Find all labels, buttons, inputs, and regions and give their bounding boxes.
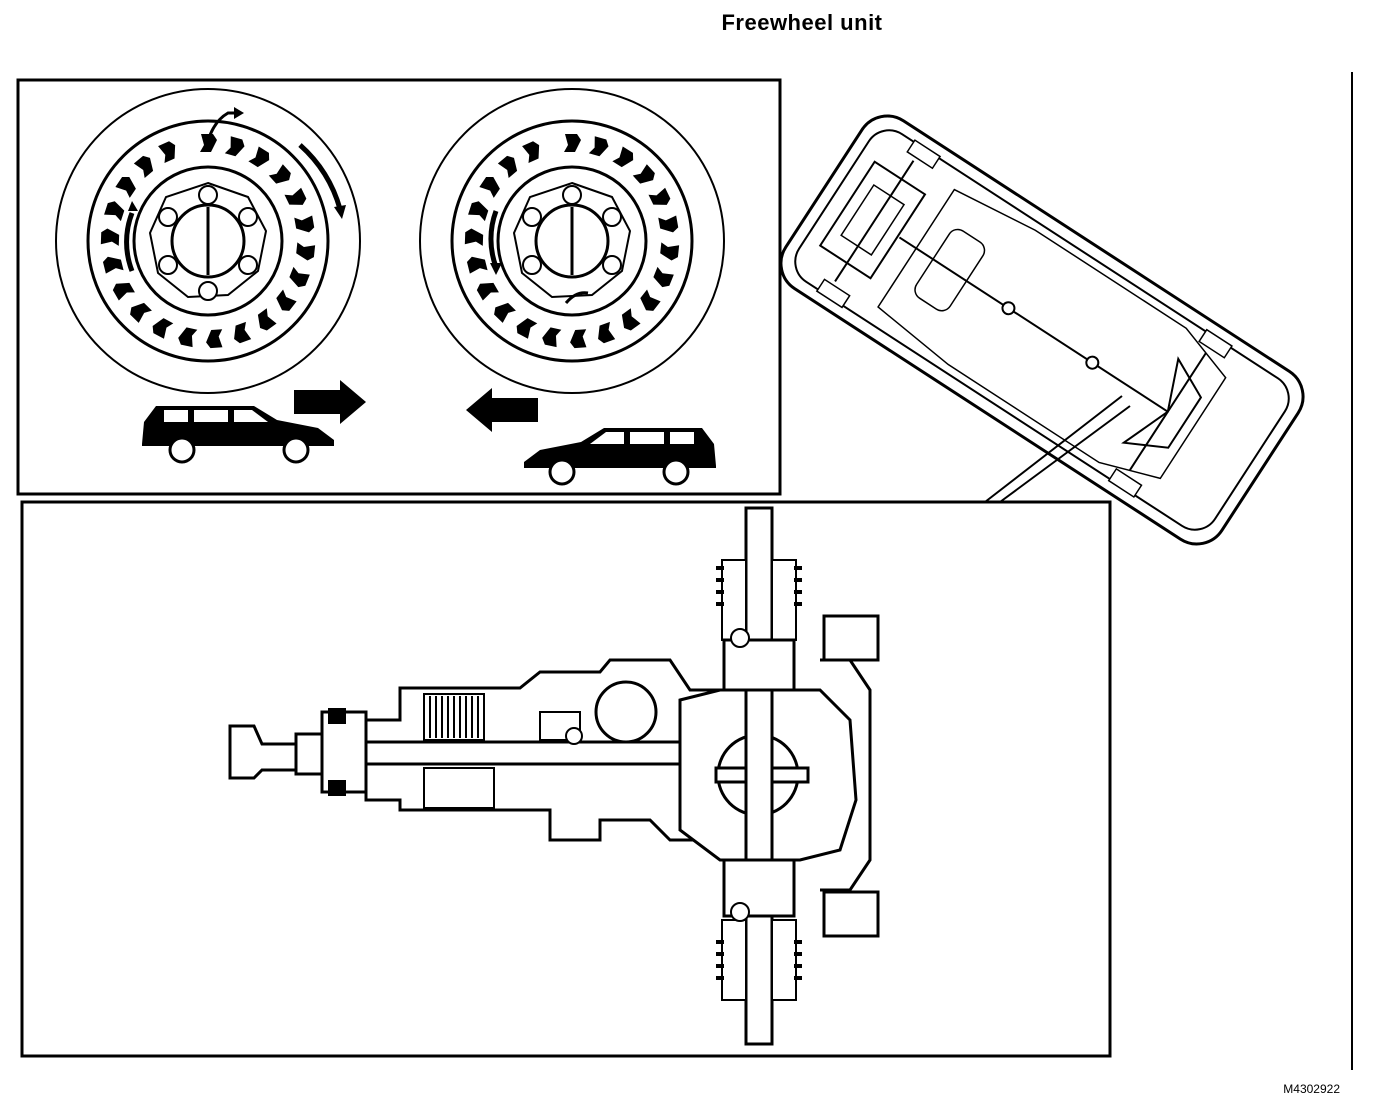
leader-line-left bbox=[984, 395, 1123, 503]
freewheel-wheel-coast bbox=[419, 88, 725, 394]
figure-code: M4302922 bbox=[1283, 1082, 1340, 1096]
figure-title: Freewheel unit bbox=[721, 10, 883, 35]
freewheel-wheel-drive bbox=[55, 88, 361, 394]
arrow-reverse-icon bbox=[466, 388, 538, 432]
freewheel-detail-panel bbox=[16, 78, 782, 496]
rear-axle-section-panel bbox=[20, 500, 1112, 1058]
vehicle-overview bbox=[779, 114, 1305, 546]
leader-line-right bbox=[999, 405, 1131, 503]
arrow-forward-icon bbox=[294, 380, 366, 424]
